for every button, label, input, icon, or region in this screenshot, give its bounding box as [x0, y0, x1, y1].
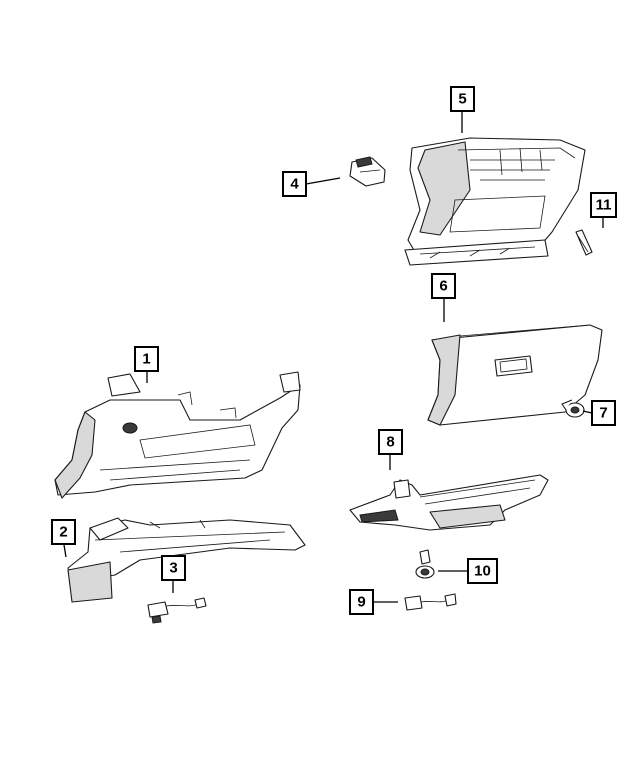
callout-8-label: 8	[386, 434, 394, 451]
callout-8: 8	[378, 429, 403, 455]
callout-1: 1	[134, 346, 159, 372]
part-10-switch	[415, 549, 435, 579]
part-2-knee-bolster	[67, 517, 306, 603]
callout-11: 11	[590, 192, 617, 218]
part-6-glove-box-door	[427, 324, 603, 426]
callout-11-label: 11	[596, 197, 612, 214]
part-5-glove-box-bin	[404, 137, 586, 266]
part-11-damper	[575, 229, 593, 256]
callout-2-label: 2	[59, 524, 67, 541]
callout-3: 3	[161, 555, 186, 581]
callout-10: 10	[467, 558, 498, 584]
part-8-reinforcement	[349, 474, 549, 531]
callout-5-label: 5	[458, 91, 466, 108]
leader-lines	[63, 111, 604, 603]
callout-3-label: 3	[169, 560, 177, 577]
callout-7: 7	[591, 400, 616, 426]
callout-5: 5	[450, 86, 475, 112]
part-1-lower-trim-panel	[54, 371, 301, 499]
part-3-sensor-harness	[147, 597, 207, 624]
part-7-lock-cylinder	[561, 399, 585, 418]
callout-10-label: 10	[474, 563, 491, 580]
callout-2: 2	[51, 519, 76, 545]
callout-9: 9	[349, 589, 374, 615]
callout-4-label: 4	[290, 176, 299, 193]
callout-6: 6	[431, 273, 456, 299]
callout-1-label: 1	[142, 351, 150, 368]
callout-7-label: 7	[599, 405, 607, 422]
callout-9-label: 9	[357, 594, 365, 611]
part-9-harness-connector	[404, 593, 457, 611]
callout-4: 4	[282, 171, 307, 197]
callout-6-label: 6	[439, 278, 447, 295]
part-4-latch	[349, 156, 386, 187]
